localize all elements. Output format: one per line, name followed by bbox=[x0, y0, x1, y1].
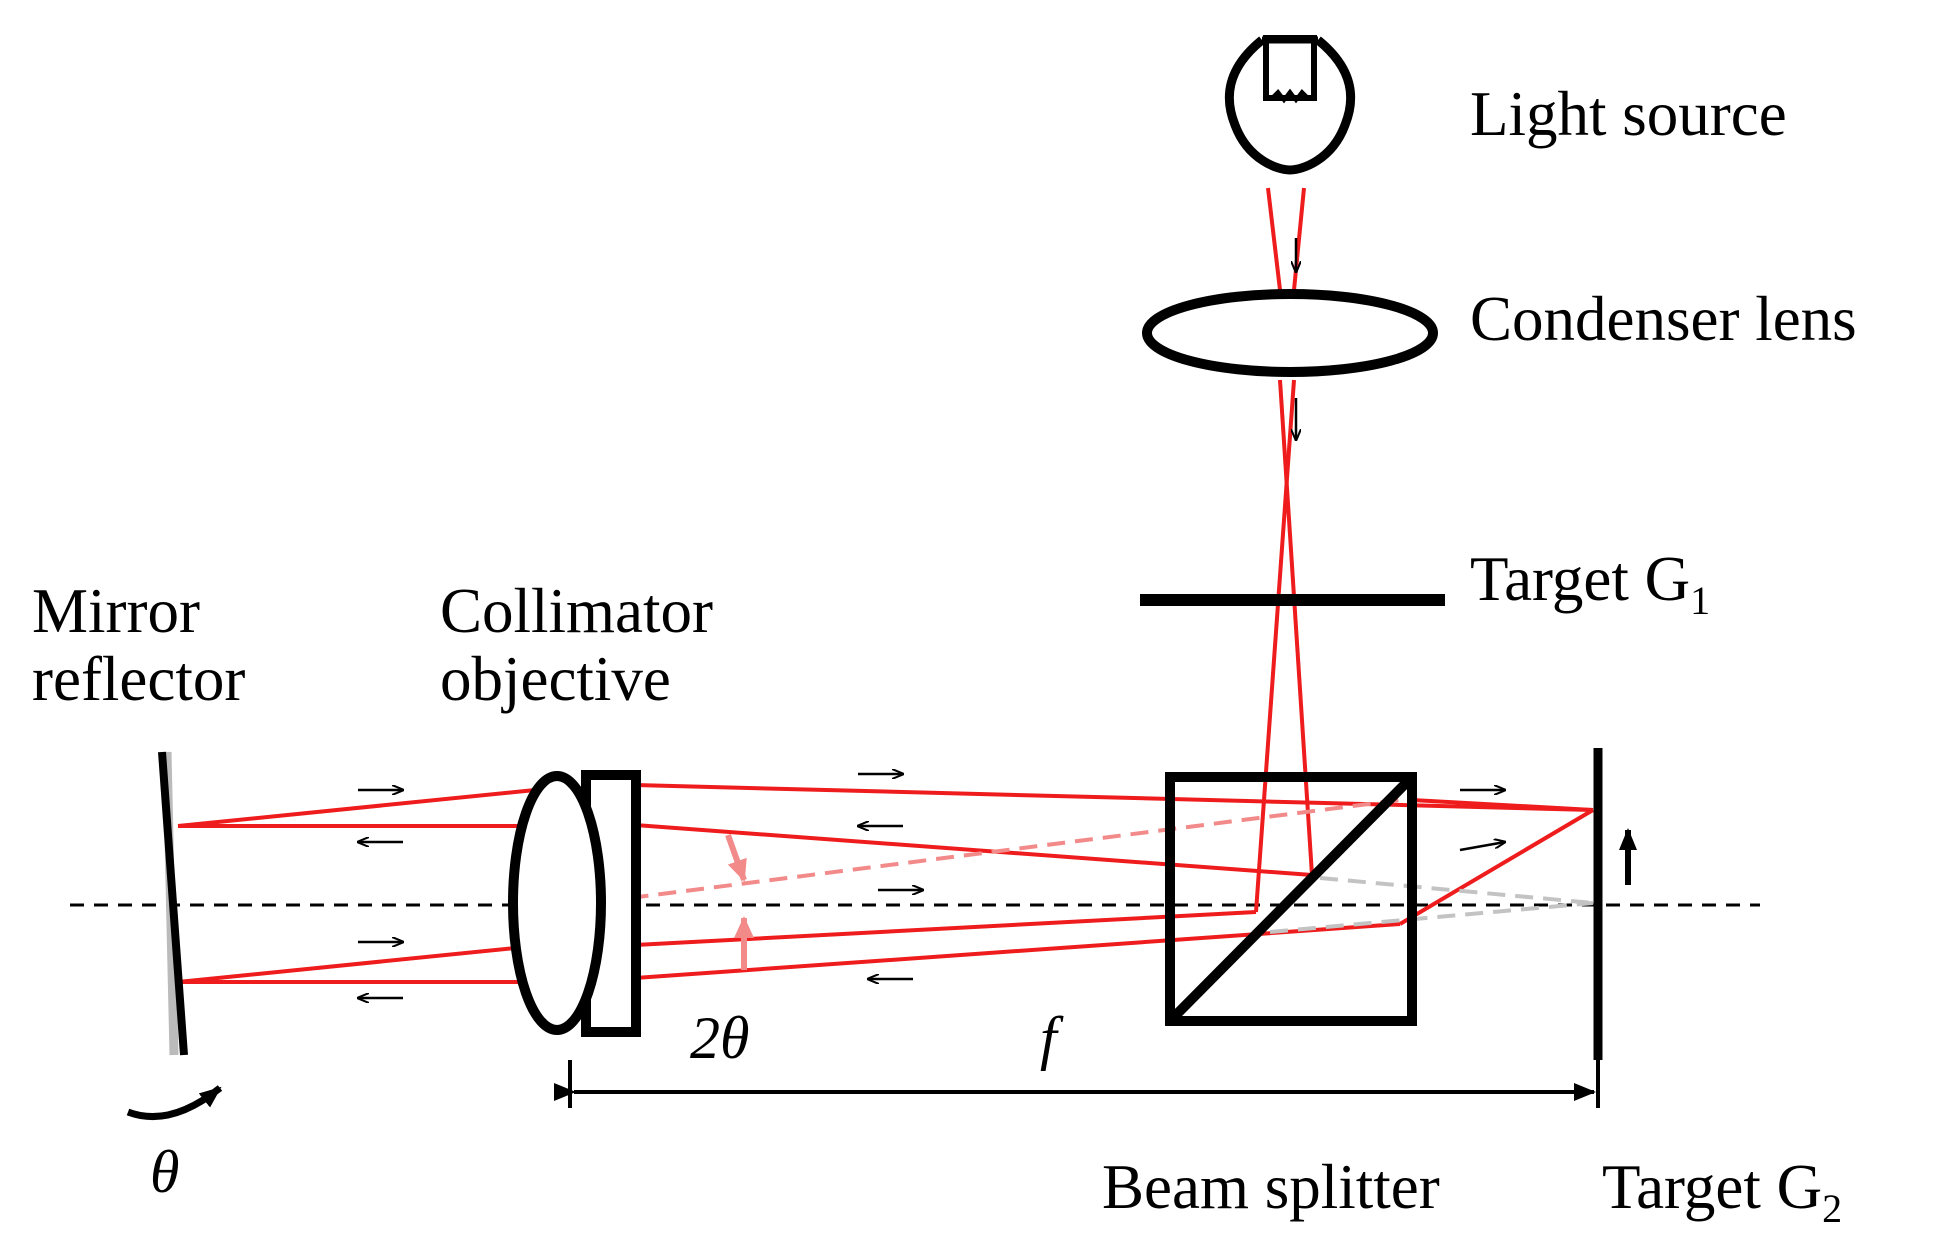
bulb-icon bbox=[1224, 35, 1356, 175]
label-theta: θ bbox=[150, 1139, 179, 1205]
two-theta-indicator bbox=[725, 833, 754, 970]
direction-arrows bbox=[358, 238, 1505, 998]
label-collimator-line2: objective bbox=[440, 644, 671, 714]
label-condenser-lens: Condenser lens bbox=[1470, 284, 1857, 354]
label-two-theta: 2θ bbox=[690, 1005, 749, 1071]
label-light-source: Light source bbox=[1470, 79, 1787, 149]
label-mirror-line2: reflector bbox=[32, 644, 245, 714]
condenser-lens bbox=[1142, 289, 1438, 377]
focal-length-dimension bbox=[554, 1060, 1600, 1108]
label-target-g2: Target G2 bbox=[1602, 1152, 1842, 1231]
beam-splitter-cube bbox=[1165, 772, 1417, 1026]
label-mirror-line1: Mirror bbox=[32, 576, 200, 646]
label-collimator-line1: Collimator bbox=[440, 576, 713, 646]
label-focal-length: f bbox=[1040, 1005, 1064, 1071]
label-beam-splitter: Beam splitter bbox=[1102, 1152, 1440, 1222]
collimator-objective bbox=[508, 770, 641, 1037]
ray-paths bbox=[177, 187, 1595, 984]
mirror-reflector bbox=[158, 751, 188, 1056]
curved-arrow-icon bbox=[126, 1085, 223, 1121]
label-target-g1: Target G1 bbox=[1470, 544, 1710, 623]
